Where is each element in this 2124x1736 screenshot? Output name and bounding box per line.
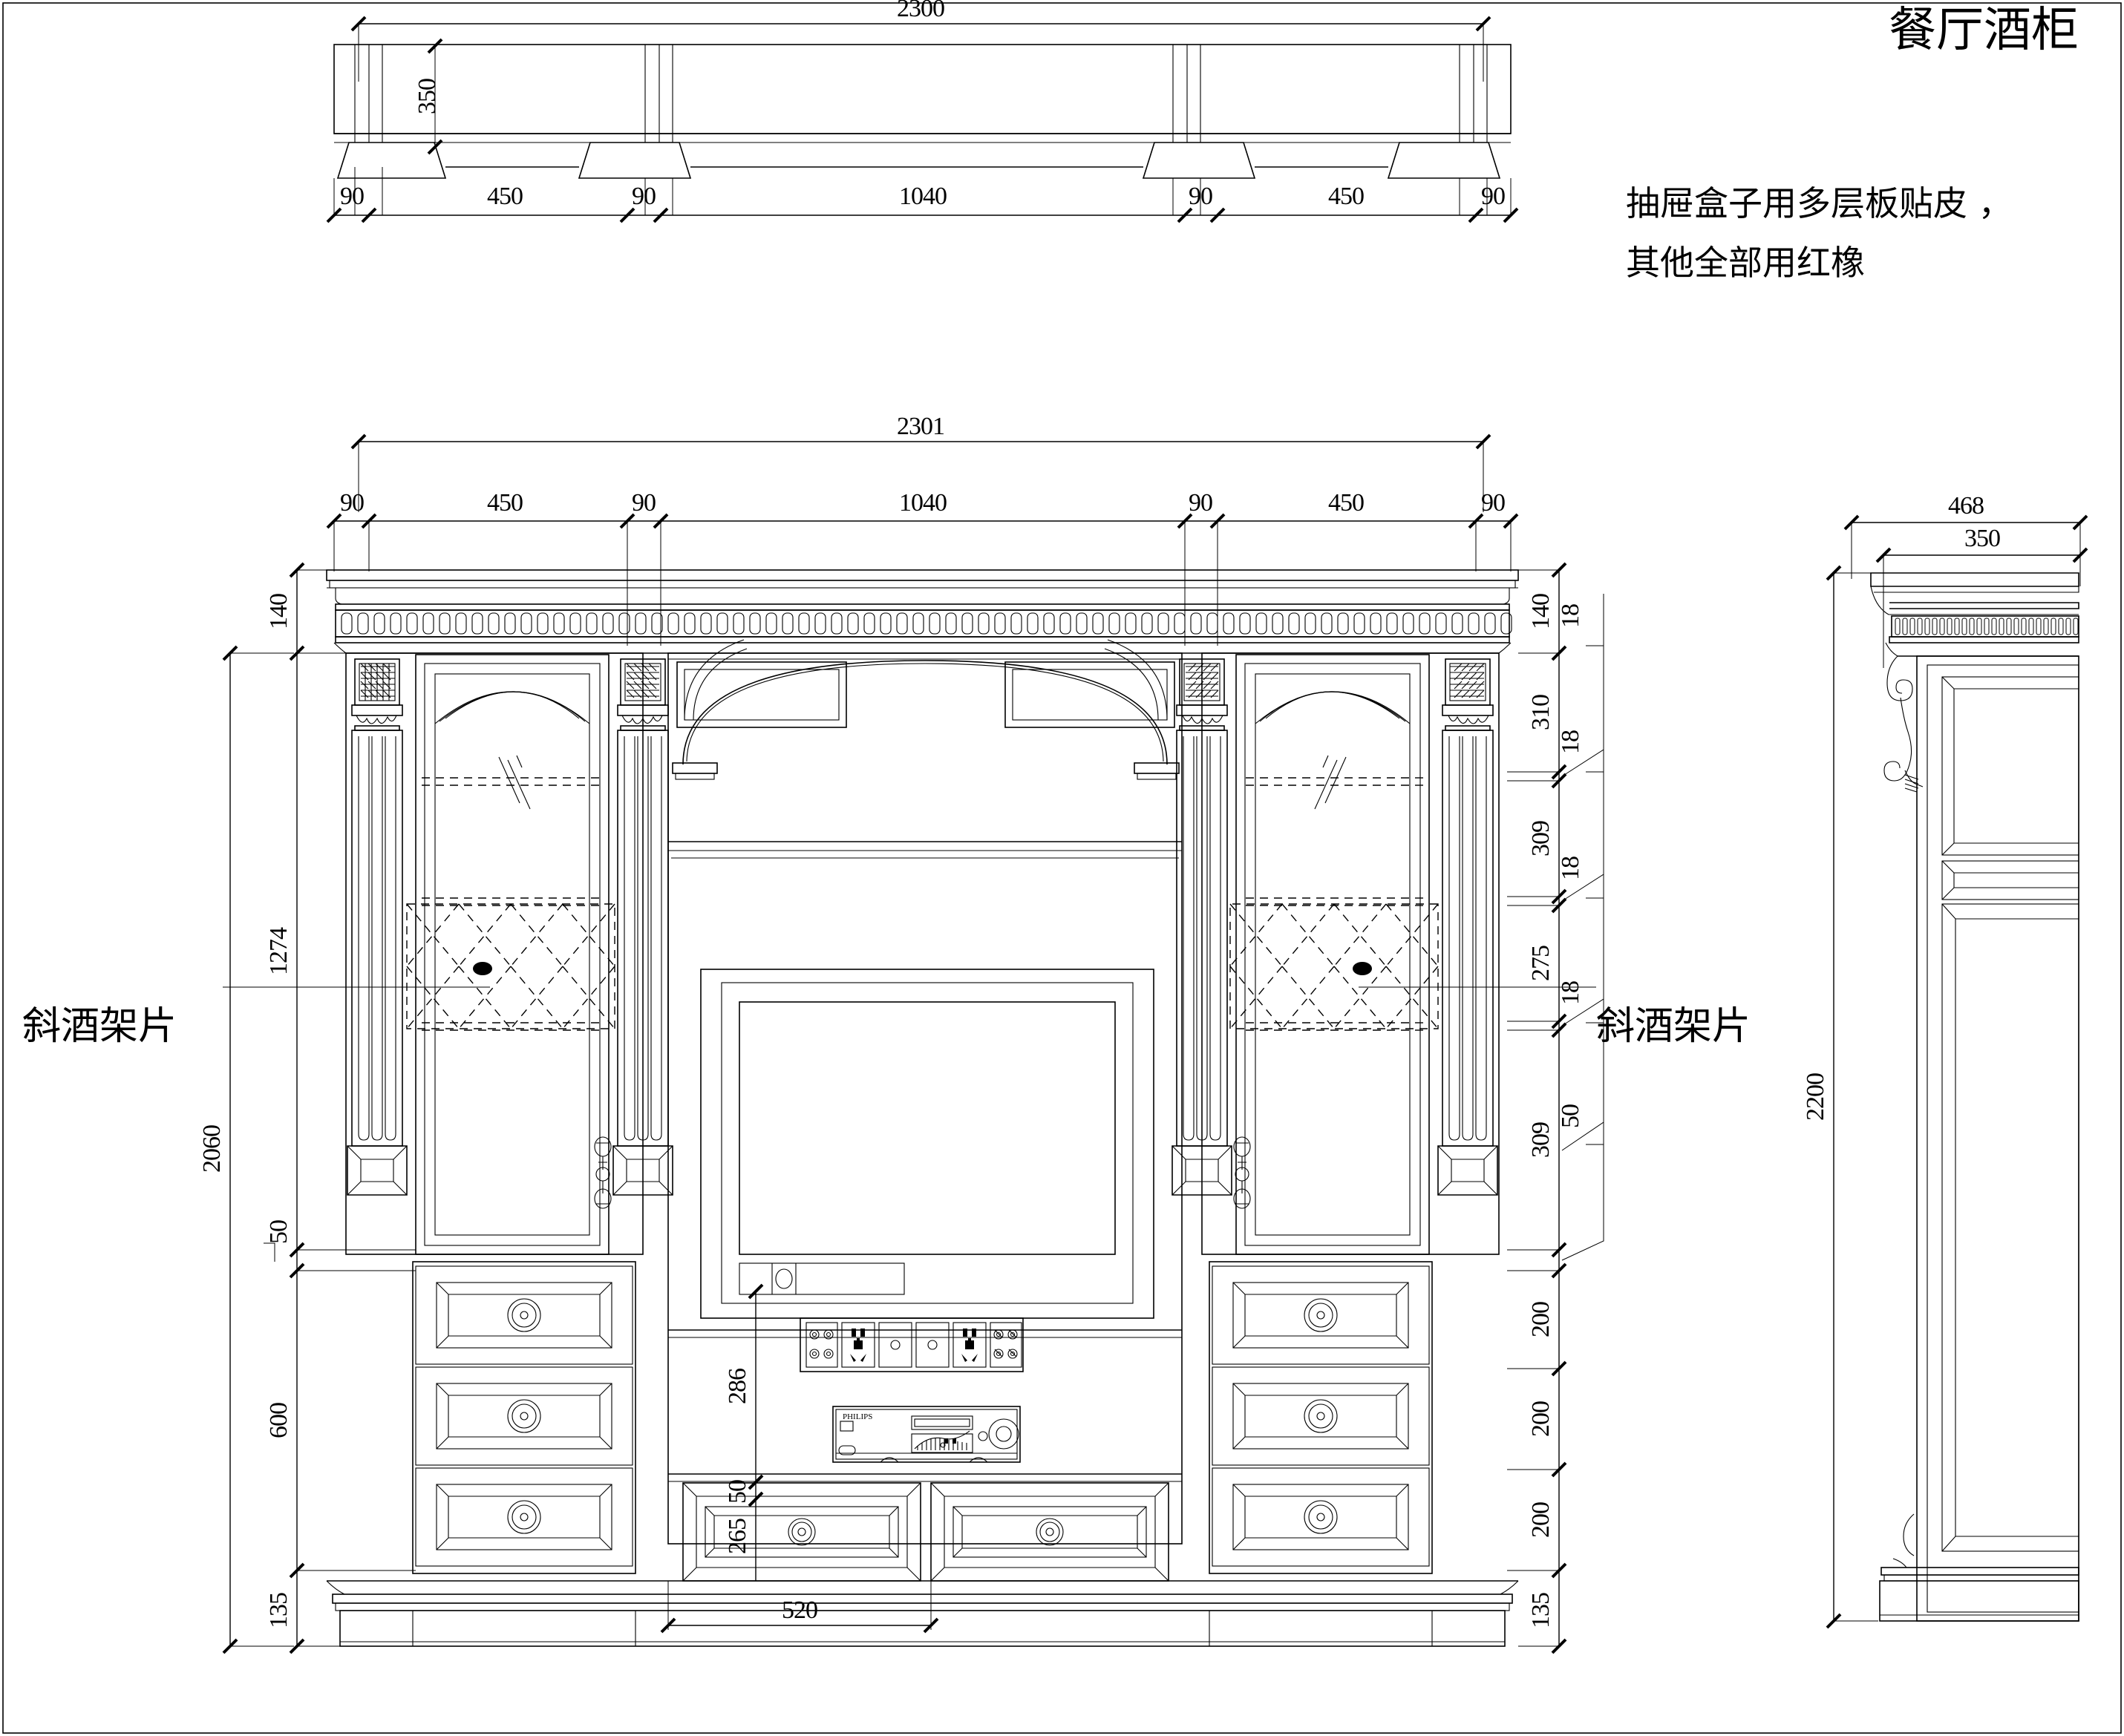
- av-receiver: PHILIPS: [832, 1406, 1021, 1463]
- right-door-handle[interactable]: [1233, 1136, 1251, 1209]
- sheet-title: 餐厅酒柜: [1889, 3, 2079, 58]
- material-note-line1: 抽屉盒子用多层板贴皮 ，: [1626, 183, 2013, 223]
- right-dim-drawer-1: 200: [1527, 1302, 1555, 1337]
- left-glass-door[interactable]: [406, 654, 615, 1255]
- elev-seg-2: 450: [487, 489, 523, 517]
- right-dim-drawer-2: 200: [1527, 1401, 1555, 1437]
- right-drawer-bank: [1209, 1254, 1433, 1574]
- right-dim-cornice: 140: [1527, 594, 1555, 629]
- callout-label-left: 斜酒架片: [22, 1004, 177, 1049]
- right-leader-18-2: 18: [1557, 730, 1584, 754]
- elev-seg-5: 90: [1189, 489, 1212, 517]
- plan-depth-dim: 350: [414, 79, 441, 114]
- plan-seg-7: 90: [1481, 183, 1505, 210]
- right-dim-drawer-3: 200: [1527, 1502, 1555, 1538]
- elev-overall-width-dim: 2301: [897, 413, 944, 440]
- right-drawer-2[interactable]: [1212, 1366, 1430, 1466]
- plan-overall-width-dim: 2300: [897, 0, 944, 22]
- left-dim-drawer-bank: 600: [265, 1403, 293, 1438]
- right-dim-plinth: 135: [1527, 1593, 1555, 1628]
- right-leader-18-4: 18: [1557, 981, 1584, 1005]
- elev-seg-4: 1040: [899, 489, 947, 517]
- right-dim-shelf-1: 310: [1527, 695, 1555, 730]
- front-elevation-body: PHILIPS: [326, 569, 1519, 1647]
- left-dim-overall-height: 2060: [198, 1125, 226, 1173]
- receiver-brand-label: PHILIPS: [843, 1412, 872, 1421]
- right-leader-18-1: 18: [1557, 604, 1584, 628]
- center-dim-drawer-width: 520: [782, 1596, 817, 1624]
- center-drawer-right[interactable]: [930, 1482, 1169, 1582]
- power-outlet-bank[interactable]: [800, 1317, 1024, 1372]
- elevation-left-dimensions: 140 1274 50 600 135 2060: [198, 562, 416, 1654]
- plan-seg-5: 90: [1189, 183, 1212, 210]
- elev-seg-1: 90: [340, 489, 364, 517]
- plan-seg-2: 450: [487, 183, 523, 210]
- side-section-view: 468 350 2200: [1802, 492, 2088, 1629]
- right-drawer-1[interactable]: [1212, 1265, 1430, 1365]
- plan-seg-4: 1040: [899, 183, 947, 210]
- left-dim-upper-cabinet: 1274: [265, 927, 293, 975]
- elev-seg-7: 90: [1481, 489, 1505, 517]
- side-outer-depth-dim: 468: [1948, 492, 1984, 520]
- right-dim-shelf-3: 275: [1527, 946, 1555, 981]
- left-drawer-1[interactable]: [415, 1265, 633, 1365]
- left-wine-rack-lattice: [406, 903, 615, 1029]
- plan-seg-1: 90: [340, 183, 364, 210]
- left-dim-plinth: 135: [265, 1593, 293, 1628]
- fluted-pilaster-right-mirror: [1437, 730, 1498, 1196]
- right-leader-50: 50: [1557, 1104, 1584, 1128]
- left-drawer-3[interactable]: [415, 1467, 633, 1567]
- corbel-bracket-right-mirror: [1442, 658, 1494, 731]
- scroll-corbel-icon: [1883, 655, 1924, 793]
- left-upper-cabinet: [345, 652, 673, 1255]
- elevation-top-dimensions: 2301 90 450 90 1040 90 450 90: [326, 413, 1519, 646]
- side-height-dim: 2200: [1802, 1073, 1829, 1121]
- side-cabinet-body: [1870, 572, 2079, 1622]
- center-dim-drawer-height: 265: [724, 1519, 751, 1554]
- top-plan-view: 2300 350: [326, 0, 1519, 223]
- left-door-handle[interactable]: [594, 1136, 612, 1209]
- right-dim-shelf-4: 309: [1527, 1122, 1555, 1158]
- elevation-center-dimensions: 286 50 265 520: [660, 1283, 939, 1634]
- elev-seg-6: 450: [1328, 489, 1364, 517]
- corbel-bracket-left: [351, 658, 403, 731]
- left-dim-cornice: 140: [265, 594, 293, 629]
- base-plinth: [326, 1580, 1519, 1647]
- right-upper-cabinet: [1172, 652, 1500, 1255]
- fluted-pilaster-right-inner-mirror: [1172, 658, 1232, 1196]
- television-screen: [700, 969, 1154, 1319]
- center-dim-niche-height: 286: [724, 1369, 751, 1404]
- left-drawer-2[interactable]: [415, 1366, 633, 1466]
- left-drawer-bank: [412, 1254, 636, 1574]
- center-arch: [672, 639, 1180, 780]
- material-note-line2: 其他全部用红橡: [1626, 243, 1865, 283]
- left-dim-shelf-gap: 50: [265, 1220, 293, 1244]
- right-dim-shelf-2: 309: [1527, 821, 1555, 856]
- side-inner-depth-dim: 350: [1964, 525, 2000, 552]
- elevation-right-dimensions: 140 310 309 275 309 200 200 200 135 18 1…: [1507, 562, 1604, 1654]
- fluted-pilaster-left: [347, 730, 408, 1196]
- wine-rack-callouts: 斜酒架片 斜酒架片: [22, 986, 1751, 1049]
- callout-label-right: 斜酒架片: [1596, 1004, 1751, 1049]
- plan-seg-3: 90: [632, 183, 656, 210]
- right-drawer-3[interactable]: [1212, 1467, 1430, 1567]
- elev-seg-3: 90: [632, 489, 656, 517]
- right-wine-rack-lattice: [1229, 903, 1439, 1029]
- center-drawer-left[interactable]: [682, 1482, 921, 1582]
- cornice-molding: [326, 569, 1519, 654]
- plan-seg-6: 450: [1328, 183, 1364, 210]
- center-section: PHILIPS: [667, 639, 1183, 1582]
- right-glass-door[interactable]: [1229, 654, 1439, 1255]
- right-leader-18-3: 18: [1557, 856, 1584, 880]
- center-dim-shelf-thickness: 50: [724, 1480, 751, 1504]
